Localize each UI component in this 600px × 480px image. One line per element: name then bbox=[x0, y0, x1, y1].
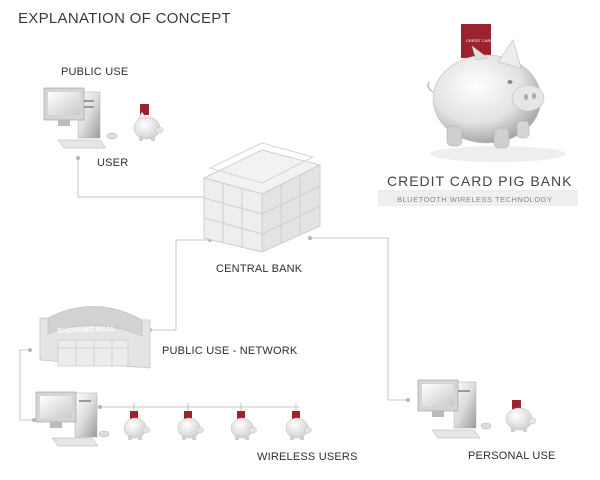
line-bank-to-personal bbox=[310, 237, 408, 401]
line-mall-to-wireless bbox=[19, 349, 34, 421]
product-subtitle: BLUETOOTH WIRELESS TECHNOLOGY bbox=[397, 195, 553, 204]
label-user: USER bbox=[97, 157, 129, 169]
line-user-to-bank bbox=[77, 158, 210, 198]
shopping-mall-icon bbox=[39, 306, 151, 369]
piggy-bank-icon bbox=[505, 400, 537, 432]
credit-card-pig-bank bbox=[427, 24, 566, 162]
line-bank-to-mall bbox=[150, 239, 210, 331]
piggy-bank-icon bbox=[177, 411, 204, 440]
computer-icon bbox=[43, 87, 118, 149]
piggy-bank-icon bbox=[133, 104, 164, 141]
connector-lines bbox=[19, 158, 408, 421]
bank-building-icon bbox=[202, 142, 322, 253]
computer-icon bbox=[417, 379, 492, 439]
page-title: EXPLANATION OF CONCEPT bbox=[18, 10, 232, 27]
card-label: CREDIT CARD bbox=[466, 38, 494, 43]
label-central-bank: CENTRAL BANK bbox=[216, 263, 303, 275]
piggy-bank-icon bbox=[285, 411, 312, 440]
label-personal-use: PERSONAL USE bbox=[468, 450, 556, 462]
product-banner bbox=[378, 190, 578, 206]
label-public-use-network: PUBLIC USE - NETWORK bbox=[162, 345, 298, 357]
computer-icon bbox=[35, 391, 110, 447]
product-title: CREDIT CARD PIG BANK bbox=[387, 173, 573, 189]
label-public-use: PUBLIC USE bbox=[61, 66, 129, 78]
piggy-bank-icon bbox=[123, 411, 150, 440]
piggy-bank-icon bbox=[230, 411, 257, 440]
label-wireless-users: WIRELESS USERS bbox=[257, 451, 358, 463]
